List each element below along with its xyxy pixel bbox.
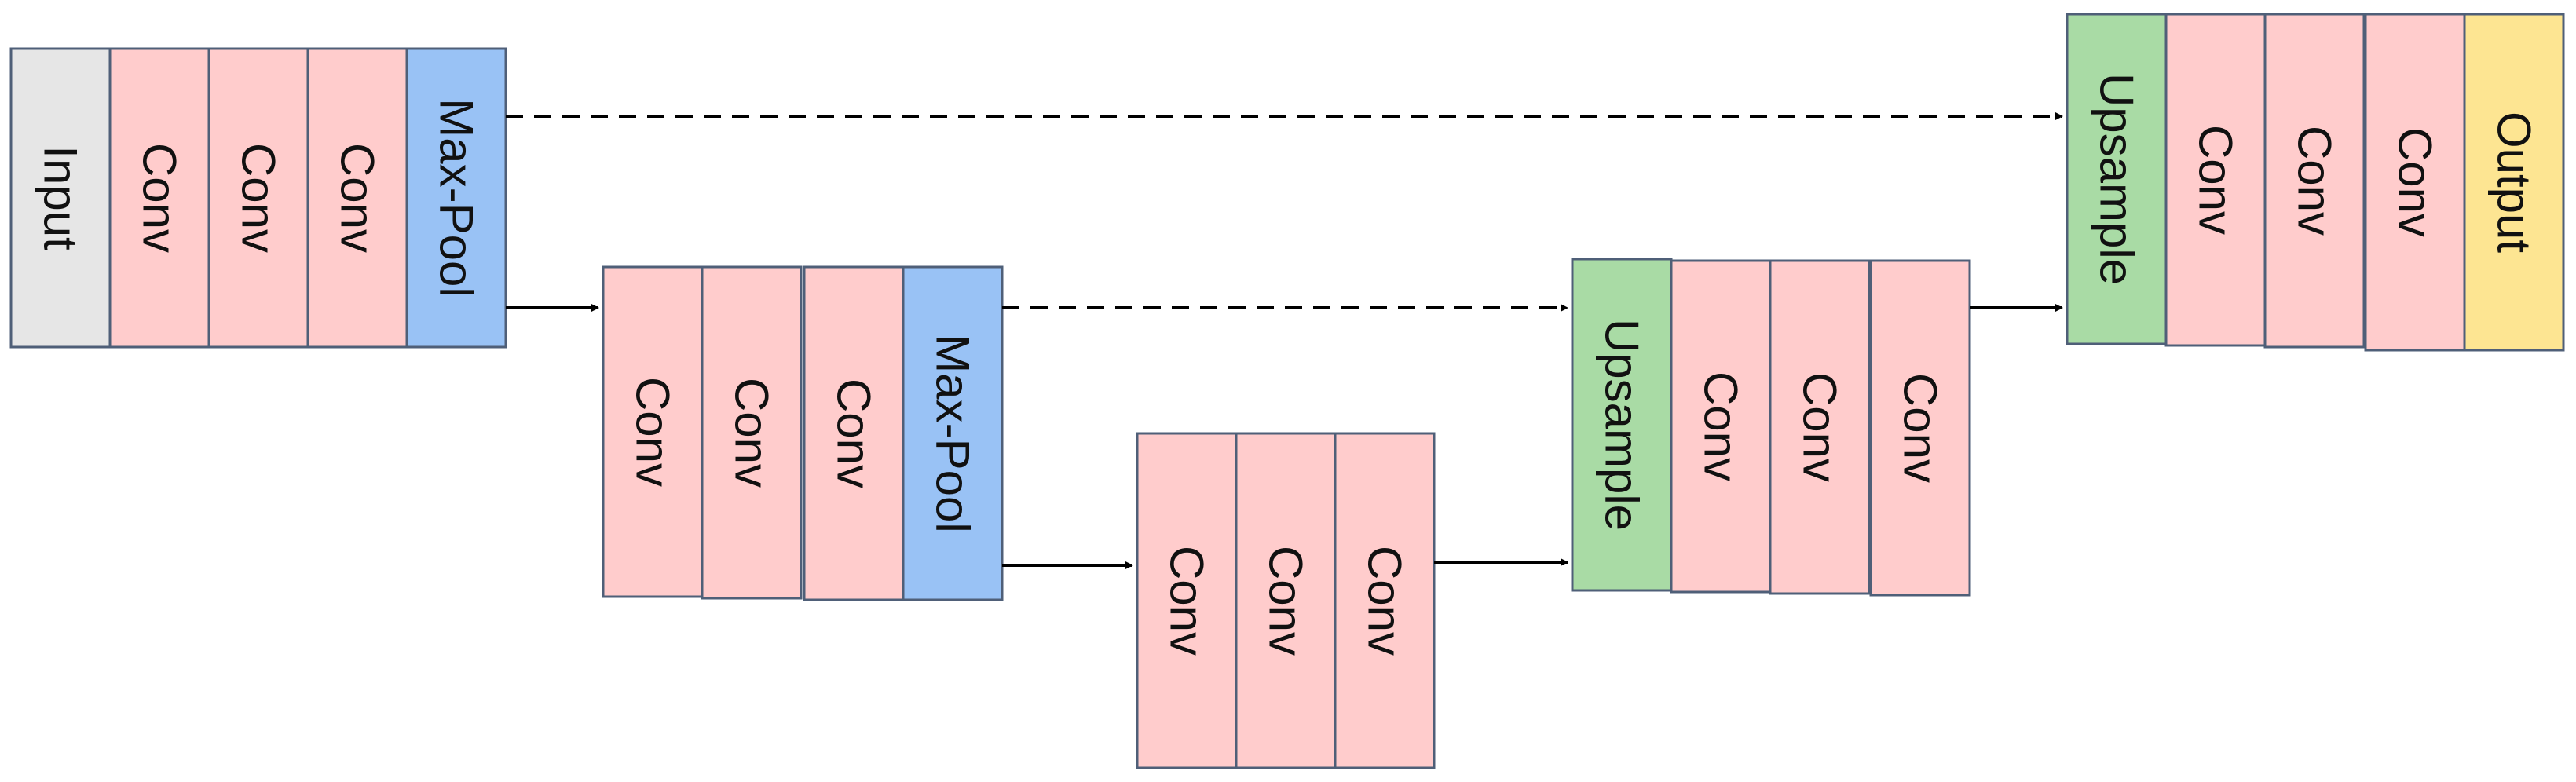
conv-block: Conv <box>803 265 905 601</box>
conv-block: Conv <box>1235 432 1337 769</box>
output-block: Output <box>2463 13 2565 352</box>
conv-block: Conv <box>2364 13 2466 352</box>
bottleneck-stage: Conv Conv Conv <box>1136 432 1436 769</box>
input-block-label: Input <box>35 145 87 250</box>
conv-block: Conv <box>108 47 210 349</box>
conv-block-label: Conv <box>1695 371 1747 481</box>
conv-block-label: Conv <box>828 378 880 488</box>
conv-block-label: Conv <box>1794 372 1846 482</box>
conv-block-label: Conv <box>2389 127 2442 237</box>
upsample-block-label: Upsample <box>1596 319 1648 531</box>
output-block-label: Output <box>2488 111 2541 253</box>
conv-block-label: Conv <box>2289 126 2341 236</box>
encoder-stage-2: Conv Conv Conv Max-Pool <box>602 265 1004 601</box>
input-block: Input <box>9 47 112 349</box>
conv-block-label: Conv <box>1359 546 1411 656</box>
conv-block: Conv <box>306 47 408 349</box>
conv-block-label: Conv <box>1161 546 1213 656</box>
upsample-block: Upsample <box>1571 258 1673 592</box>
decoder-stage-1: Upsample Conv Conv Conv Output <box>2066 13 2565 352</box>
max-pool-block-label: Max-Pool <box>927 334 979 532</box>
conv-block: Conv <box>1670 259 1772 594</box>
conv-block: Conv <box>602 265 704 598</box>
conv-block-label: Conv <box>627 377 679 487</box>
conv-block-label: Conv <box>331 143 384 253</box>
conv-block: Conv <box>701 265 803 600</box>
encoder-stage-1: Input Conv Conv Conv Max-Pool <box>9 47 507 349</box>
conv-block-label: Conv <box>1260 546 1312 656</box>
conv-block-label: Conv <box>1894 373 1947 483</box>
conv-block-label: Conv <box>2190 125 2242 235</box>
conv-block: Conv <box>1136 432 1238 769</box>
conv-block-label: Conv <box>134 143 186 253</box>
upsample-block-label: Upsample <box>2091 73 2143 285</box>
conv-block-label: Conv <box>232 143 285 253</box>
conv-block: Conv <box>2164 13 2267 347</box>
conv-block: Conv <box>207 47 309 349</box>
max-pool-block: Max-Pool <box>405 47 507 349</box>
conv-block: Conv <box>1869 259 1971 597</box>
conv-block-label: Conv <box>726 378 778 488</box>
conv-block: Conv <box>1769 259 1871 595</box>
upsample-block: Upsample <box>2066 13 2168 345</box>
conv-block: Conv <box>2263 13 2366 349</box>
max-pool-block: Max-Pool <box>902 265 1004 601</box>
conv-block: Conv <box>1334 432 1436 769</box>
max-pool-block-label: Max-Pool <box>430 98 483 297</box>
decoder-stage-2: Upsample Conv Conv Conv <box>1571 258 1971 597</box>
connections <box>506 112 2063 569</box>
